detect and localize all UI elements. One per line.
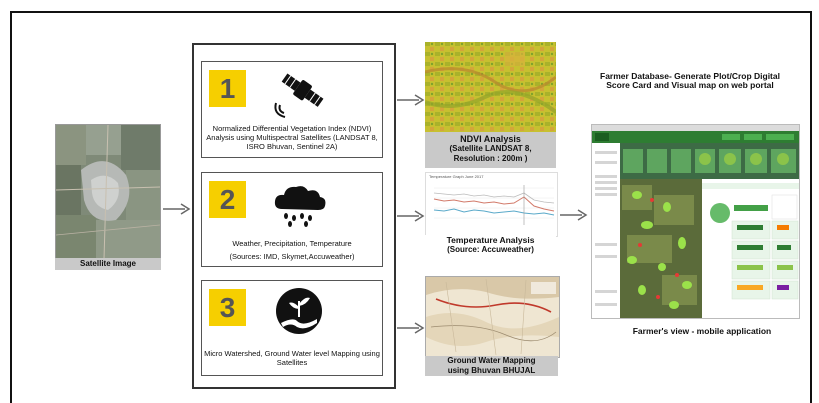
satellite-icon: [274, 73, 324, 118]
panel-text: Normalized Differential Vegetation Index…: [206, 124, 378, 151]
temperature-subtitle: (Source: Accuweather): [447, 245, 534, 254]
farmer-view-caption: Farmer's view - mobile application: [632, 326, 772, 336]
ndvi-map-image: [425, 42, 556, 132]
ndvi-title: NDVI Analysis: [460, 134, 521, 144]
input-sources-box: [192, 43, 396, 389]
ndvi-subtitle: (Satellite LANDSAT 8, Resolution : 200m …: [449, 144, 532, 163]
watershed-icon: [276, 288, 322, 334]
arrow-right-icon: [560, 209, 588, 221]
panel-watershed-source: 3 Micro Watershed, Ground Water level Ma…: [201, 280, 383, 376]
satellite-image: [55, 124, 161, 260]
arrow-right-icon: [397, 322, 425, 334]
panel-text: Micro Watershed, Ground Water level Mapp…: [204, 349, 380, 367]
arrow-right-icon: [397, 210, 425, 222]
temperature-caption: Temperature Analysis (Source: Accuweathe…: [425, 235, 556, 259]
step-number: 2: [209, 181, 246, 218]
panel-weather-source: 2 Weather, Precipitation, Temperature (S…: [201, 172, 383, 267]
panel-text-line2: (Sources: IMD, Skymet,Accuweather): [229, 252, 355, 261]
panel-ndvi-source: 1 Normalized Differential Vegetation Ind…: [201, 61, 383, 158]
step-number: 3: [209, 289, 246, 326]
groundwater-map-image: [425, 276, 560, 358]
rain-cloud-icon: [274, 186, 326, 227]
step-number: 1: [209, 70, 246, 107]
temperature-title: Temperature Analysis: [446, 235, 535, 245]
figure-frame: [10, 11, 812, 403]
panel-text-line1: Weather, Precipitation, Temperature: [232, 239, 352, 248]
temperature-chart-title: Temperature Graph June 2017: [429, 174, 484, 179]
web-portal-screenshot: [591, 124, 800, 319]
ndvi-caption: NDVI Analysis (Satellite LANDSAT 8, Reso…: [425, 132, 556, 168]
satellite-caption: Satellite Image: [55, 258, 161, 270]
arrow-right-icon: [163, 203, 191, 215]
arrow-right-icon: [397, 94, 425, 106]
temperature-chart-image: Temperature Graph June 2017: [425, 172, 558, 237]
groundwater-caption: Ground Water Mapping using Bhuvan BHUJAL: [425, 356, 558, 376]
portal-title: Farmer Database- Generate Plot/Crop Digi…: [600, 71, 780, 90]
